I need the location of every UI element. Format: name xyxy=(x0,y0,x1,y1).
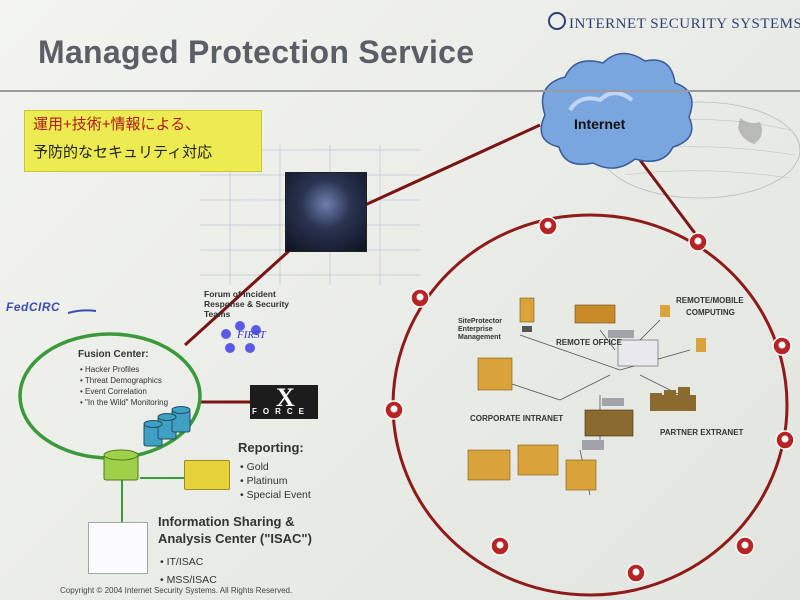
threat-node-icon xyxy=(538,216,558,236)
xforce-x: X xyxy=(276,383,295,412)
threat-node-icon xyxy=(490,536,510,556)
pc-icon xyxy=(678,387,690,405)
internet-label: Internet xyxy=(574,116,626,132)
remote-office-label: REMOTE OFFICE xyxy=(556,338,622,347)
forum-label: Forum of Incident Response & Security Te… xyxy=(204,289,290,319)
fedcirc-swoosh xyxy=(67,309,97,314)
switch-icon xyxy=(602,398,624,406)
fusion-center-title: Fusion Center: xyxy=(78,349,149,360)
japanese-line-1: 運用+技術+情報による、 xyxy=(33,116,201,133)
title-divider xyxy=(0,90,800,92)
first-logo-icon xyxy=(221,321,261,353)
pc-icon xyxy=(664,390,676,408)
router-icon xyxy=(608,330,634,338)
company-logo: INTERNET SECURITY SYSTEMS™ xyxy=(548,12,800,33)
line-control-fusion xyxy=(183,248,292,347)
pc-cluster-icon xyxy=(467,449,511,481)
line-control-internet xyxy=(364,123,541,207)
fedcirc-label: FedCIRC xyxy=(6,300,61,314)
list-item: Special Event xyxy=(240,488,311,502)
line-internet-ring xyxy=(638,159,702,241)
database-icon xyxy=(143,406,191,447)
threat-node-icon xyxy=(384,400,404,420)
xforce-logo: X FORCE xyxy=(250,383,318,419)
management-label-line-1: SiteProtector Enterprise xyxy=(458,318,502,333)
computing-label: COMPUTING xyxy=(686,308,735,317)
threat-node-icon xyxy=(735,536,755,556)
switch-icon xyxy=(582,440,604,450)
copyright: Copyright © 2004 Internet Security Syste… xyxy=(60,586,293,595)
pc-icon xyxy=(650,393,662,411)
threat-node-icon xyxy=(410,288,430,308)
isac-title-line-1: Information Sharing & xyxy=(158,514,295,529)
page-title: Managed Protection Service xyxy=(38,34,475,70)
list-item: IT/ISAC xyxy=(160,553,217,571)
threat-node-icon xyxy=(772,336,792,356)
threat-nodes xyxy=(384,216,795,583)
internet-cloud xyxy=(540,52,693,169)
management-console xyxy=(519,297,535,332)
monitor-icon xyxy=(519,297,535,323)
list-item: "In the Wild" Monitoring xyxy=(80,397,168,408)
reporting-list: Gold Platinum Special Event xyxy=(240,460,311,502)
pc-cluster-icon xyxy=(574,304,616,324)
management-label: SiteProtector Enterprise Management xyxy=(458,318,518,342)
remote-mobile-label: REMOTE/MOBILE xyxy=(676,296,744,305)
threat-node-icon xyxy=(775,430,795,450)
list-item: Hacker Profiles xyxy=(80,364,168,375)
pc-icon xyxy=(696,338,706,352)
japanese-line-2: 予防的なセキュリティ対応 xyxy=(33,144,213,161)
list-item: Event Correlation xyxy=(80,386,168,397)
pc-cluster-icon xyxy=(517,444,559,476)
server-rack-icon xyxy=(565,459,597,491)
list-item: Gold xyxy=(240,460,311,474)
isac-title-line-2: Analysis Center ("ISAC") xyxy=(158,531,312,546)
partner-extranet-devices xyxy=(650,387,690,411)
threat-node-icon xyxy=(688,232,708,252)
partner-extranet-label: PARTNER EXTRANET xyxy=(660,428,744,437)
logo-text: INTERNET SECURITY SYSTEMS xyxy=(569,16,800,32)
firewall-icon xyxy=(617,339,659,367)
list-item: Threat Demographics xyxy=(80,375,168,386)
japanese-highlight-box: 運用+技術+情報による、 予防的なセキュリティ対応 xyxy=(24,110,262,172)
isac-screen-thumbnail xyxy=(88,522,148,574)
connection-lines xyxy=(183,123,702,404)
xforce-force: FORCE xyxy=(252,407,310,416)
laptop-icon xyxy=(660,305,670,317)
reporting-title: Reporting: xyxy=(238,440,304,455)
keyboard-icon xyxy=(522,326,532,332)
isac-database-icon xyxy=(103,449,139,481)
threat-node-icon xyxy=(626,563,646,583)
operations-center-photo xyxy=(285,172,367,252)
management-label-line-2: Management xyxy=(458,334,501,341)
isac-list: IT/ISAC MSS/ISAC xyxy=(160,553,217,589)
isac-title: Information Sharing & Analysis Center ("… xyxy=(158,513,312,547)
world-map-land xyxy=(738,118,762,144)
server-rack-icon xyxy=(584,409,634,437)
first-logo-text: FIRST xyxy=(237,329,266,341)
pc-cluster-icon xyxy=(477,357,513,391)
logo-mark-icon xyxy=(548,12,566,30)
list-item: MSS/ISAC xyxy=(160,571,217,589)
report-folder-icon xyxy=(184,460,230,490)
corporate-intranet-devices xyxy=(467,357,634,491)
list-item: Platinum xyxy=(240,474,311,488)
corporate-intranet-label: CORPORATE INTRANET xyxy=(470,414,564,423)
fusion-center-list: Hacker Profiles Threat Demographics Even… xyxy=(80,364,168,408)
customer-network-ring xyxy=(391,213,789,597)
